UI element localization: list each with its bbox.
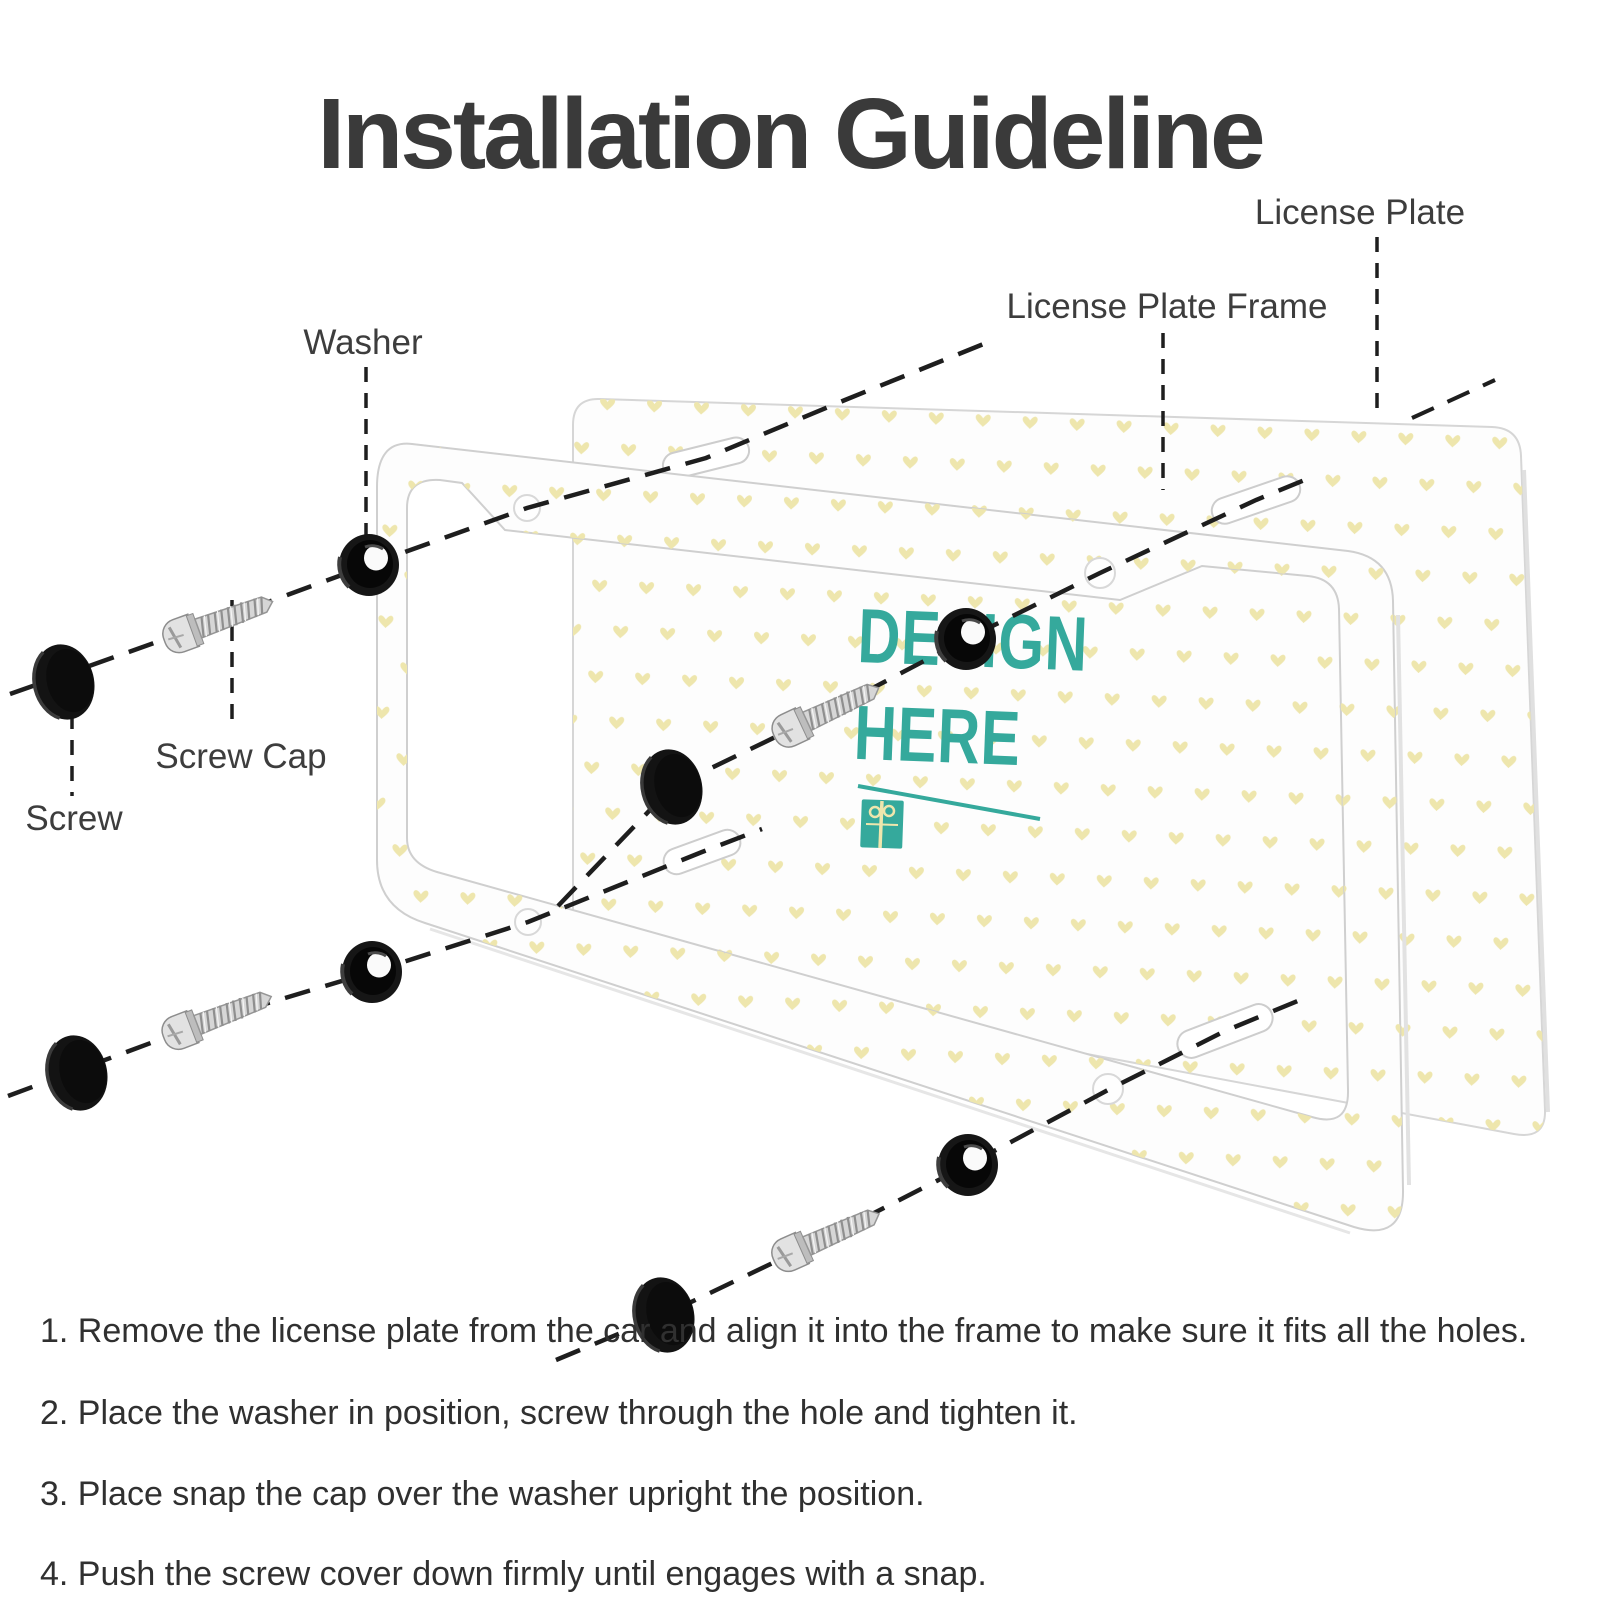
fastener-axis-center: [556, 474, 1313, 908]
plate-side-edge: [1522, 469, 1550, 1113]
license-plate-frame: [376, 442, 1411, 1235]
leader-license-plate-diagonal: [1411, 378, 1496, 420]
design-line2: HERE: [853, 689, 1023, 782]
frame-pattern: [377, 443, 1404, 1231]
frame-bottom-edge: [429, 927, 1351, 1235]
washer-icon: [340, 939, 404, 1005]
frame-hole-bottom-right: [1092, 1073, 1124, 1105]
instruction-step-3: 3. Place snap the cap over the washer up…: [40, 1475, 925, 1513]
washer-icon: [936, 1132, 1000, 1198]
label-screw-cap: Screw Cap: [155, 737, 326, 776]
license-plate-pattern: [573, 398, 1546, 1135]
washer-icon: [337, 532, 401, 598]
instruction-step-2: 2. Place the washer in position, screw t…: [40, 1394, 1078, 1432]
screw-cap-icon: [36, 1027, 118, 1119]
page-title: Installation Guideline: [317, 78, 1263, 190]
instruction-step-4: 4. Push the screw cover down firmly unti…: [40, 1555, 987, 1593]
fastener-group-bottom-left: [36, 939, 404, 1119]
instruction-step-1: 1. Remove the license plate from the car…: [40, 1312, 1527, 1350]
screw-icon: [157, 584, 280, 659]
label-screw: Screw: [25, 799, 123, 838]
label-license-plate: License Plate: [1255, 193, 1465, 232]
design-divider-line: [857, 784, 1041, 821]
instruction-list: 1. Remove the license plate from the car…: [40, 1312, 1527, 1593]
label-license-plate-frame: License Plate Frame: [1007, 287, 1328, 326]
screw-icon: [765, 1196, 888, 1278]
screw-icon: [156, 979, 279, 1056]
fastener-group-top-left: [23, 532, 401, 728]
frame-side-edge: [1396, 614, 1411, 1186]
label-washer: Washer: [303, 323, 423, 362]
screw-cap-icon: [23, 636, 105, 728]
license-plate: DESIGN HERE: [572, 397, 1550, 1136]
gift-icon: [860, 799, 904, 849]
washer-icon: [934, 606, 998, 672]
